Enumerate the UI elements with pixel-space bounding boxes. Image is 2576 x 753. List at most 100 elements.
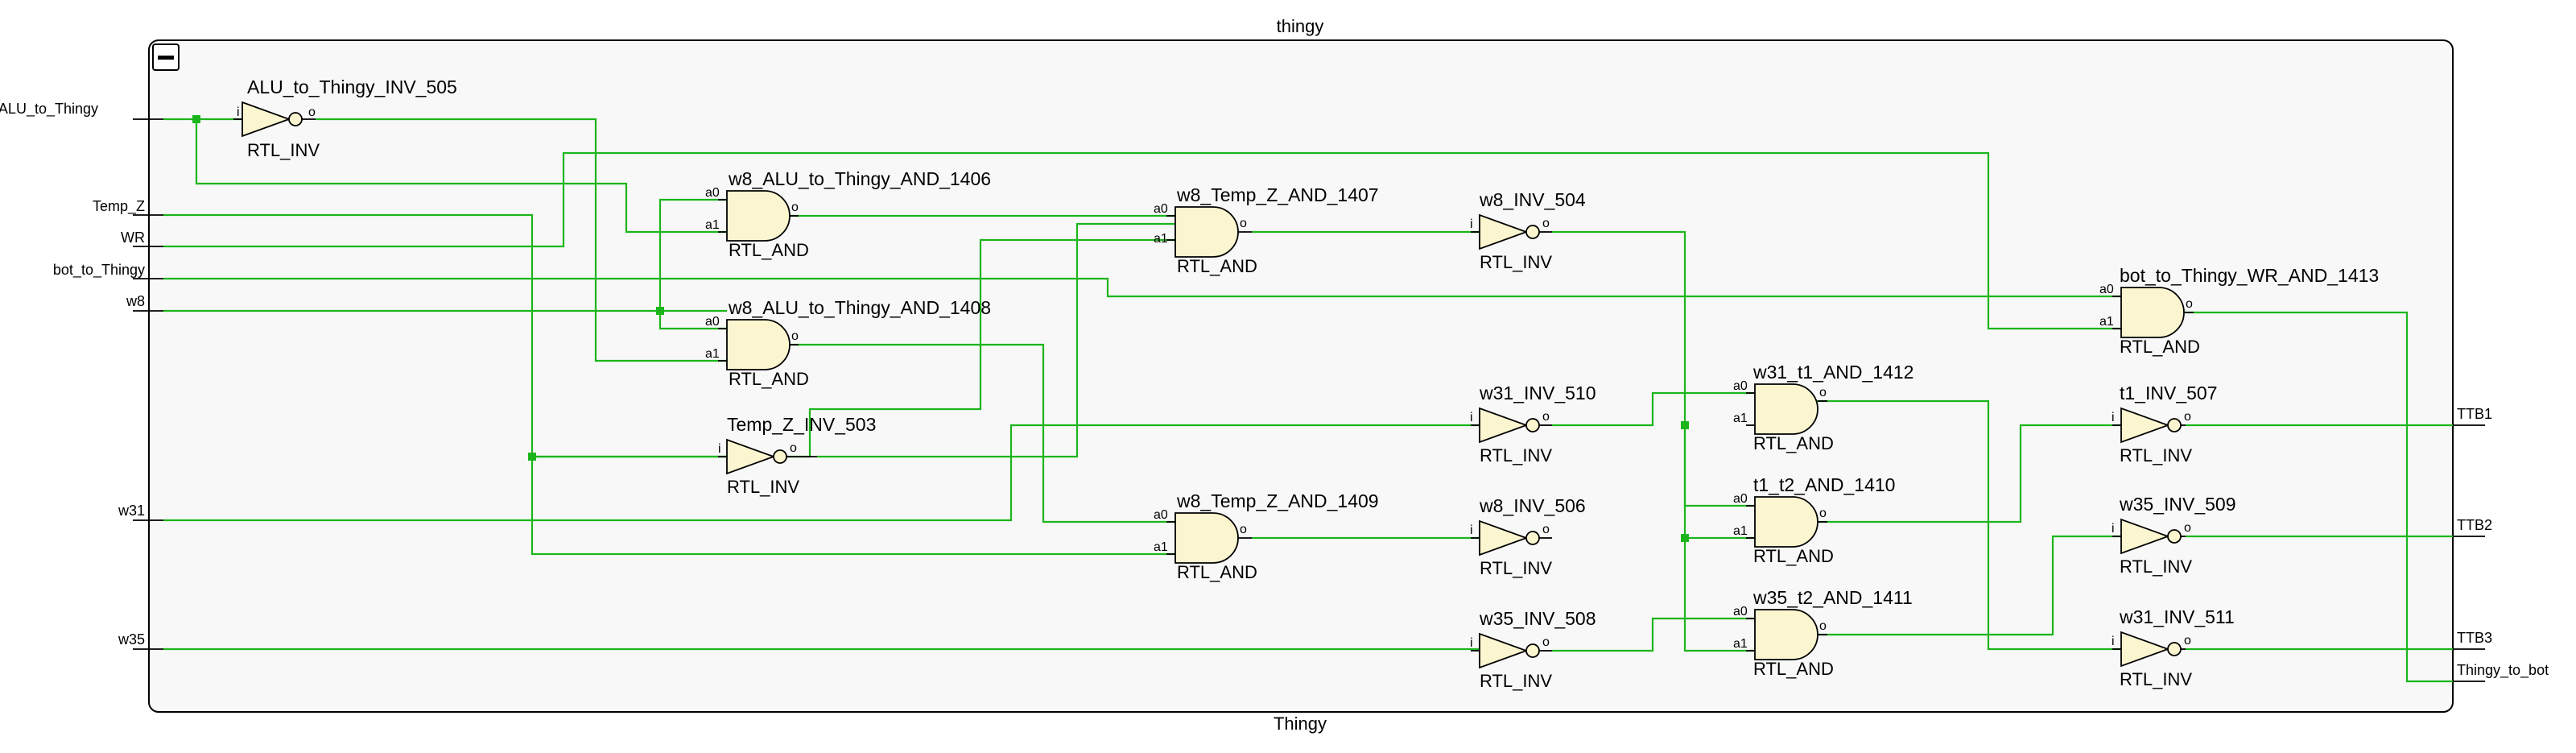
pin-label: a1	[1733, 412, 1748, 425]
pin-label: o	[1819, 386, 1827, 399]
and-cell-w8-alu-to-thingy-and-1408[interactable]: a0 a1 o w8_ALU_to_Thingy_AND_1408 RTL_AN…	[705, 297, 991, 389]
input-port-label: bot_to_Thingy	[53, 262, 145, 279]
pin-label: o	[2184, 521, 2191, 535]
pin-label: i	[2112, 522, 2115, 536]
cell-instance-name: w31_t1_AND_1412	[1752, 362, 1913, 383]
cell-type-label: RTL_AND	[729, 240, 809, 260]
cell-type-label: RTL_INV	[2120, 669, 2192, 689]
pin-label: a0	[705, 315, 720, 329]
wire	[658, 198, 727, 311]
pin-label: o	[1240, 217, 1247, 230]
output-port-label: TTB3	[2457, 630, 2492, 646]
pin-label: a1	[1733, 637, 1748, 651]
junction-dot	[1681, 534, 1689, 542]
inv-cell-w31-inv-510[interactable]: i o w31_INV_510 RTL_INV	[1470, 383, 1596, 465]
and-cell-w8-temp-z-and-1409[interactable]: a0 a1 o w8_Temp_Z_AND_1409 RTL_AND	[1154, 490, 1379, 582]
and-cell-t1-t2-and-1410[interactable]: a0 a1 o t1_t2_AND_1410 RTL_AND	[1733, 474, 1895, 566]
wire	[163, 277, 2121, 298]
inv-cell-w31-inv-511[interactable]: i o w31_INV_511 RTL_INV	[2112, 606, 2235, 689]
cell-type-label: RTL_AND	[1753, 433, 1834, 453]
cell-instance-name: w8_Temp_Z_AND_1409	[1176, 490, 1379, 511]
cell-instance-name: w35_t2_AND_1411	[1752, 587, 1913, 608]
junction-dot	[656, 307, 664, 315]
cell-type-label: RTL_INV	[1480, 558, 1552, 578]
pin-label: i	[2112, 411, 2115, 424]
cell-instance-name: w8_INV_504	[1479, 189, 1586, 210]
and-cell-w31-t1-and-1412[interactable]: a0 a1 o w31_t1_AND_1412 RTL_AND	[1733, 362, 1913, 453]
junction-dot	[1681, 421, 1689, 429]
pin-label: i	[237, 106, 240, 119]
cell-instance-name: ALU_to_Thingy_INV_505	[247, 77, 457, 97]
inv-cell-w35-inv-509[interactable]: i o w35_INV_509 RTL_INV	[2112, 494, 2236, 577]
input-port-label: w8	[126, 293, 145, 309]
inv-cell-alu-to-thingy-inv-505[interactable]: i o ALU_to_Thingy_INV_505 RTL_INV	[233, 77, 457, 160]
pin-label: i	[1470, 217, 1473, 231]
cell-type-label: RTL_INV	[2120, 445, 2192, 465]
pin-label: a0	[1154, 202, 1168, 216]
cell-instance-name: w35_INV_509	[2119, 494, 2236, 515]
inv-cell-w8-inv-506[interactable]: i o w8_INV_506 RTL_INV	[1470, 495, 1586, 578]
cell-instance-name: w35_INV_508	[1479, 608, 1596, 629]
and-cell-w35-t2-and-1411[interactable]: a0 a1 o w35_t2_AND_1411 RTL_AND	[1733, 587, 1913, 679]
pin-label: a0	[1733, 492, 1748, 506]
wire	[1815, 424, 2121, 523]
cell-instance-name: bot_to_Thingy_WR_AND_1413	[2120, 265, 2379, 286]
and-cell-w8-alu-to-thingy-and-1406[interactable]: a0 a1 o w8_ALU_to_Thingy_AND_1406 RTL_AN…	[705, 168, 991, 260]
wire	[530, 457, 1175, 556]
collapse-button[interactable]	[152, 43, 180, 71]
wire	[1552, 617, 1755, 652]
pin-label: a0	[705, 186, 720, 200]
pin-label: a1	[705, 347, 720, 361]
output-port-label: TTB2	[2457, 517, 2492, 533]
cell-type-label: RTL_INV	[727, 477, 799, 497]
input-port-label: w35	[118, 631, 145, 647]
pin-label: i	[1470, 411, 1473, 424]
input-port-label: w31	[118, 503, 145, 519]
pin-label: a1	[2099, 315, 2114, 329]
cell-type-label: RTL_AND	[1753, 546, 1834, 566]
pin-label: i	[2112, 635, 2115, 648]
cell-type-label: RTL_INV	[1480, 252, 1552, 272]
pin-label: a1	[1154, 540, 1168, 554]
pin-label: o	[1240, 523, 1247, 536]
module-instance-name: thingy	[1277, 16, 1324, 36]
wire	[1815, 535, 2121, 636]
pin-label: o	[2184, 410, 2191, 424]
inv-cell-t1-inv-507[interactable]: i o t1_INV_507 RTL_INV	[2112, 383, 2217, 465]
module-frame	[148, 39, 2454, 713]
cell-instance-name: t1_INV_507	[2120, 383, 2217, 403]
pin-label: o	[1542, 410, 1550, 424]
wire	[1815, 399, 2121, 651]
pin-label: a1	[1154, 232, 1168, 246]
inv-cell-w35-inv-508[interactable]: i o w35_INV_508 RTL_INV	[1470, 608, 1596, 691]
cell-instance-name: w8_Temp_Z_AND_1407	[1176, 184, 1379, 205]
cell-instance-name: w31_INV_511	[2119, 606, 2235, 627]
and-cell-bot-to-thingy-wr-and-1413[interactable]: a0 a1 o bot_to_Thingy_WR_AND_1413 RTL_AN…	[2099, 265, 2379, 357]
inv-cell-temp-z-inv-503[interactable]: i o Temp_Z_INV_503 RTL_INV	[718, 414, 876, 497]
pin-label: o	[1542, 217, 1550, 230]
inv-cell-w8-inv-504[interactable]: i o w8_INV_504 RTL_INV	[1470, 189, 1586, 272]
pin-label: a0	[1154, 508, 1168, 522]
and-cell-w8-temp-z-and-1407[interactable]: a0 a1 o w8_Temp_Z_AND_1407 RTL_AND	[1154, 184, 1379, 276]
input-ports: ALU_to_Thingy Temp_Z WR bot_to_Thingy w8…	[0, 101, 163, 650]
wires	[163, 118, 2453, 683]
pin-label: o	[1819, 507, 1827, 520]
cell-type-label: RTL_AND	[2120, 337, 2200, 357]
wire	[817, 222, 1175, 458]
cell-instance-name: w8_INV_506	[1479, 495, 1586, 516]
wire	[1683, 538, 1755, 652]
pin-label: o	[2186, 297, 2193, 311]
junction-dot	[192, 115, 200, 123]
cell-type-label: RTL_AND	[1753, 659, 1834, 679]
cell-type-label: RTL_AND	[1177, 256, 1257, 276]
cell-type-label: RTL_INV	[1480, 445, 1552, 465]
wire	[163, 424, 1480, 522]
input-port-label: ALU_to_Thingy	[0, 101, 98, 118]
pin-label: i	[718, 442, 721, 456]
cell-instance-name: Temp_Z_INV_503	[727, 414, 876, 435]
cell-type-label: RTL_INV	[2120, 556, 2192, 577]
input-port-label: Temp_Z	[93, 198, 145, 215]
pin-label: o	[2184, 634, 2191, 647]
junction-dot	[528, 453, 536, 461]
